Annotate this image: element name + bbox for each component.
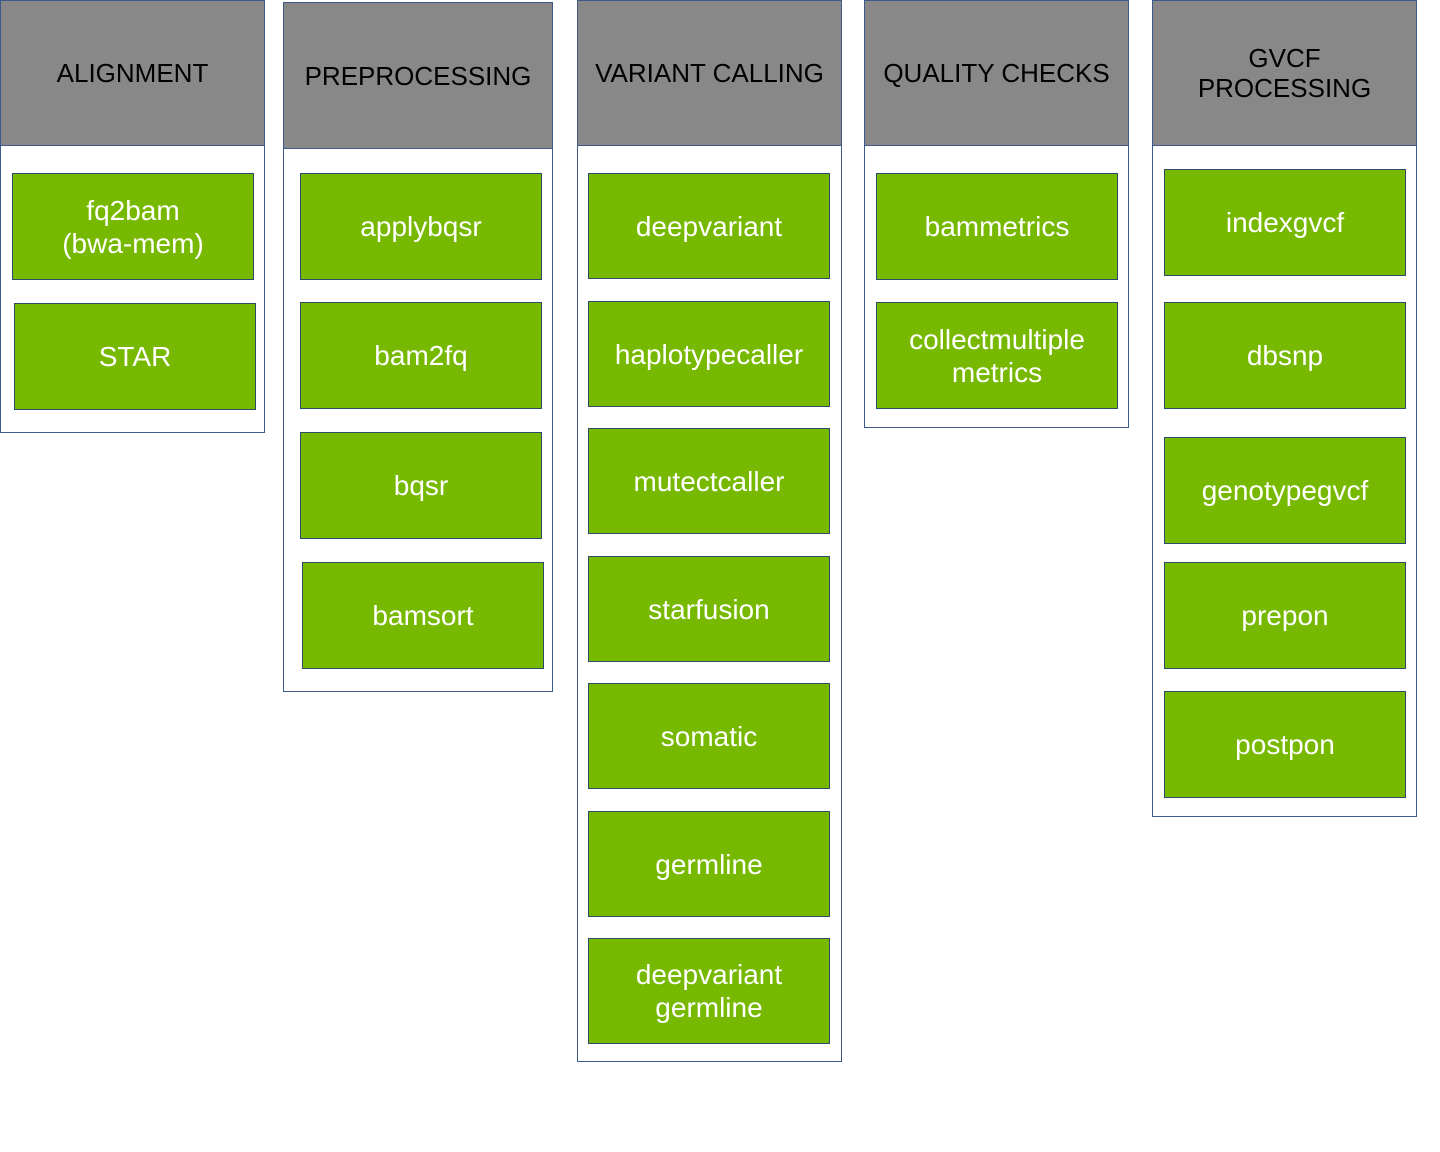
module-label: fq2bam (bwa-mem): [62, 194, 204, 259]
column-header-gvcf-processing: GVCF PROCESSING: [1153, 1, 1416, 146]
module-prepon[interactable]: prepon: [1164, 562, 1406, 669]
module-bam2fq[interactable]: bam2fq: [300, 302, 542, 409]
column-preprocessing: PREPROCESSING applybqsr bam2fq bqsr bams…: [283, 2, 553, 692]
module-label: somatic: [660, 720, 758, 752]
column-gvcf-processing: GVCF PROCESSING indexgvcf dbsnp genotype…: [1152, 0, 1417, 817]
module-deepvariant[interactable]: deepvariant: [588, 173, 830, 279]
column-header-quality-checks: QUALITY CHECKS: [865, 1, 1128, 146]
module-somatic[interactable]: somatic: [588, 683, 830, 789]
module-bammetrics[interactable]: bammetrics: [876, 173, 1118, 280]
module-germline[interactable]: germline: [588, 811, 830, 917]
module-dbsnp[interactable]: dbsnp: [1164, 302, 1406, 409]
column-variant-calling: VARIANT CALLING deepvariant haplotypecal…: [577, 0, 842, 1062]
module-collectmultiplemetrics[interactable]: collectmultiple metrics: [876, 302, 1118, 409]
module-label: indexgvcf: [1225, 207, 1345, 238]
module-label: postpon: [1235, 729, 1335, 760]
module-genotypegvcf[interactable]: genotypegvcf: [1164, 437, 1406, 544]
module-label: germline: [655, 848, 763, 880]
module-label: STAR: [98, 341, 172, 372]
module-label: starfusion: [648, 593, 770, 625]
column-title: PREPROCESSING: [304, 60, 532, 91]
column-header-alignment: ALIGNMENT: [1, 1, 264, 146]
module-label: deepvariant germline: [635, 959, 783, 1023]
module-deepvariant-germline[interactable]: deepvariant germline: [588, 938, 830, 1044]
column-header-variant-calling: VARIANT CALLING: [578, 1, 841, 146]
column-title: ALIGNMENT: [56, 58, 209, 88]
module-mutectcaller[interactable]: mutectcaller: [588, 428, 830, 534]
module-indexgvcf[interactable]: indexgvcf: [1164, 169, 1406, 276]
module-label: bam2fq: [374, 340, 468, 371]
module-label: bammetrics: [924, 211, 1070, 242]
module-label: prepon: [1241, 600, 1329, 631]
module-postpon[interactable]: postpon: [1164, 691, 1406, 798]
module-starfusion[interactable]: starfusion: [588, 556, 830, 662]
module-label: applybqsr: [360, 211, 482, 242]
module-fq2bam[interactable]: fq2bam (bwa-mem): [12, 173, 254, 280]
module-applybqsr[interactable]: applybqsr: [300, 173, 542, 280]
column-header-preprocessing: PREPROCESSING: [284, 3, 552, 149]
column-title: GVCF PROCESSING: [1197, 43, 1372, 103]
column-quality-checks: QUALITY CHECKS bammetrics collectmultipl…: [864, 0, 1129, 428]
module-label: collectmultiple metrics: [909, 323, 1085, 388]
module-label: dbsnp: [1246, 340, 1324, 371]
column-alignment: ALIGNMENT fq2bam (bwa-mem) STAR: [0, 0, 265, 433]
module-bamsort[interactable]: bamsort: [302, 562, 544, 669]
module-label: mutectcaller: [633, 465, 785, 497]
module-haplotypecaller[interactable]: haplotypecaller: [588, 301, 830, 407]
module-label: bamsort: [372, 600, 474, 631]
module-label: genotypegvcf: [1201, 475, 1369, 506]
module-label: bqsr: [393, 470, 449, 501]
module-label: deepvariant: [635, 210, 783, 242]
module-star[interactable]: STAR: [14, 303, 256, 410]
column-title: VARIANT CALLING: [595, 58, 824, 88]
module-bqsr[interactable]: bqsr: [300, 432, 542, 539]
column-title: QUALITY CHECKS: [883, 58, 1110, 88]
module-label: haplotypecaller: [614, 338, 804, 370]
